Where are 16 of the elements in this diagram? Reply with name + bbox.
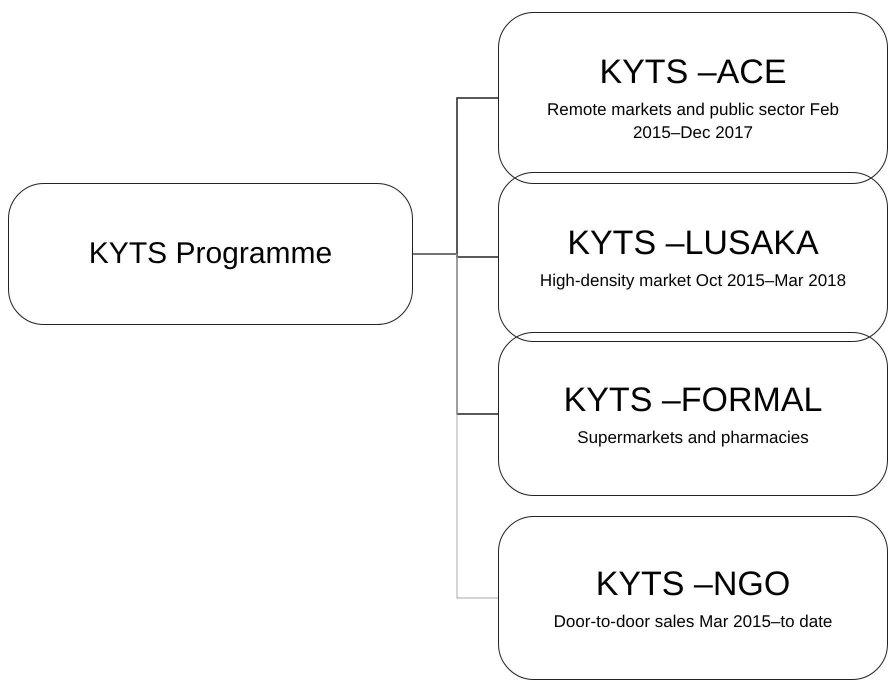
box-description: High-density market Oct 2015–Mar 2018 [540, 270, 846, 292]
box-title: KYTS –ACE [599, 52, 787, 94]
box-title: KYTS –FORMAL [564, 380, 822, 422]
rounded-box [498, 172, 888, 342]
box-description: Door-to-door sales Mar 2015–to date [554, 610, 832, 633]
connector-line [413, 253, 498, 415]
rounded-box [498, 332, 888, 496]
rounded-box [498, 516, 888, 680]
box-title: KYTS Programme [88, 236, 332, 272]
rounded-box [498, 12, 888, 184]
box-description: Remote markets and public sector Feb 2015–Dec 2017 [546, 98, 840, 144]
box-title: KYTS –NGO [596, 564, 790, 606]
box-title: KYTS –LUSAKA [567, 223, 819, 264]
rounded-box [8, 183, 413, 325]
box-description: Supermarkets and pharmacies [577, 426, 809, 449]
connector-line [412, 254, 498, 598]
